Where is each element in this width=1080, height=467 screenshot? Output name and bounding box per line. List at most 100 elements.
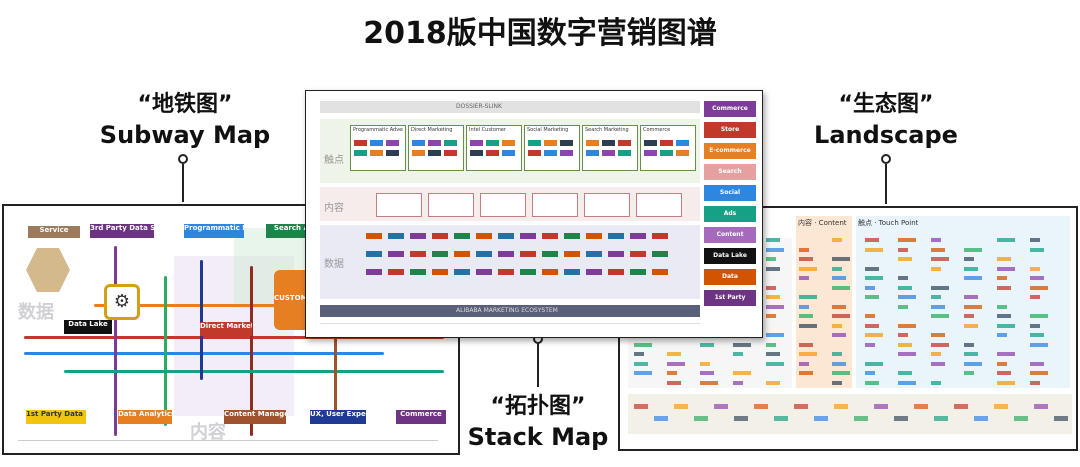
landscape-logo xyxy=(997,238,1015,242)
stack-logo-chip xyxy=(432,251,448,257)
stack-logo-chip xyxy=(542,251,558,257)
stack-right-tag: Search xyxy=(704,164,756,180)
landscape-logo xyxy=(766,247,784,252)
stack-logo-chip xyxy=(366,251,382,257)
landscape-label: “生态图” Landscape xyxy=(796,90,976,150)
stack-logo-chip xyxy=(386,140,399,146)
landscape-content-column xyxy=(796,216,852,388)
stack-logo-chip xyxy=(630,269,646,275)
stack-header-bar xyxy=(320,101,700,113)
landscape-logo xyxy=(865,295,879,299)
subway-pin-dot xyxy=(178,154,188,164)
stack-logo-chip xyxy=(410,251,426,257)
landscape-logo xyxy=(1030,247,1044,252)
stack-logo-chip xyxy=(542,233,558,239)
stack-logo-chip xyxy=(586,251,602,257)
landscape-logo xyxy=(964,361,982,366)
stack-top-box-group: Programmatic AdvertisementDirect Marketi… xyxy=(306,91,762,337)
stack-logo-chip xyxy=(660,150,673,156)
stack-logo-chip xyxy=(476,269,492,275)
stack-logo-chip xyxy=(410,269,426,275)
landscape-logo xyxy=(964,295,978,299)
landscape-logo xyxy=(1030,361,1044,366)
subway-line-darkred xyxy=(250,266,253,436)
landscape-logo xyxy=(997,276,1007,280)
landscape-logo xyxy=(754,404,768,409)
landscape-logo xyxy=(1030,295,1040,299)
landscape-logo xyxy=(964,314,974,318)
stack-logo-chip xyxy=(476,251,492,257)
subway-pin-line xyxy=(182,164,184,202)
landscape-logo xyxy=(931,295,941,299)
station-customer: CUSTOMER CONSUMER xyxy=(274,294,322,302)
stack-row-data-label: 数据 xyxy=(324,259,344,270)
stack-logo-chip xyxy=(618,150,631,156)
landscape-logo xyxy=(832,238,842,242)
landscape-logo xyxy=(865,342,875,347)
landscape-logo xyxy=(931,342,949,347)
landscape-logo xyxy=(964,304,982,309)
stack-bottom-credit xyxy=(320,323,700,330)
landscape-logo xyxy=(832,371,850,375)
stack-top-box: Commerce xyxy=(640,125,696,171)
landscape-logo xyxy=(1030,323,1040,328)
stack-logo-chip xyxy=(608,269,624,275)
landscape-logo xyxy=(674,404,688,409)
station-content-mgmt: Content Management xyxy=(224,410,286,424)
landscape-logo xyxy=(799,352,817,356)
stack-logo-chip xyxy=(454,251,470,257)
stack-logo-chip xyxy=(602,150,615,156)
page-title: 2018版中国数字营销图谱 xyxy=(363,16,717,51)
landscape-logo xyxy=(874,404,888,409)
landscape-logo xyxy=(700,380,718,385)
stack-footer-bar xyxy=(320,305,700,317)
stack-logo-chip xyxy=(528,150,541,156)
landscape-logo xyxy=(865,276,883,280)
landscape-logo xyxy=(832,380,842,385)
landscape-label-cn: “生态图” xyxy=(838,92,934,117)
landscape-logo xyxy=(1014,416,1028,421)
stack-right-tag: Data Lake xyxy=(704,248,756,264)
landscape-logo xyxy=(954,404,968,409)
stack-logo-chip xyxy=(520,251,536,257)
landscape-logo xyxy=(832,304,846,309)
landscape-logo xyxy=(898,257,912,261)
landscape-pin-line xyxy=(885,164,887,204)
landscape-logo xyxy=(898,323,916,328)
stack-logo-chip xyxy=(388,269,404,275)
landscape-logo xyxy=(931,238,941,242)
subway-line-red xyxy=(24,336,444,339)
stack-right-tag: Commerce xyxy=(704,101,756,117)
landscape-logo xyxy=(799,304,809,309)
station-ux: UX, User Experience xyxy=(310,410,366,424)
landscape-section-content: 内容 · Content xyxy=(798,219,847,227)
landscape-logo xyxy=(654,416,668,421)
landscape-logo xyxy=(865,333,883,337)
stack-top-box-label: Programmatic Advertisement xyxy=(353,127,403,133)
landscape-logo xyxy=(964,257,974,261)
landscape-logo xyxy=(733,352,743,356)
landscape-logo xyxy=(832,352,842,356)
landscape-logo xyxy=(974,416,988,421)
stack-top-box-label: Search Marketing xyxy=(585,127,629,133)
landscape-logo xyxy=(964,247,982,252)
stack-logo-chip xyxy=(366,233,382,239)
landscape-logo xyxy=(774,416,788,421)
landscape-logo xyxy=(1030,314,1048,318)
landscape-bottom-area xyxy=(628,394,1072,434)
landscape-logo xyxy=(898,304,908,309)
landscape-logo xyxy=(766,352,780,356)
landscape-logo xyxy=(865,314,875,318)
stack-logo-chip xyxy=(354,150,367,156)
landscape-logo xyxy=(799,276,809,280)
landscape-logo xyxy=(832,314,850,318)
landscape-logo xyxy=(832,361,846,366)
stack-logo-chip xyxy=(676,150,689,156)
stack-logo-chip xyxy=(560,140,573,146)
subway-label-cn: “地铁图” xyxy=(137,92,233,117)
landscape-logo xyxy=(832,323,842,328)
landscape-logo xyxy=(997,323,1015,328)
landscape-logo xyxy=(931,257,949,261)
stack-logo-chip xyxy=(498,269,514,275)
landscape-pin-dot xyxy=(881,154,891,164)
